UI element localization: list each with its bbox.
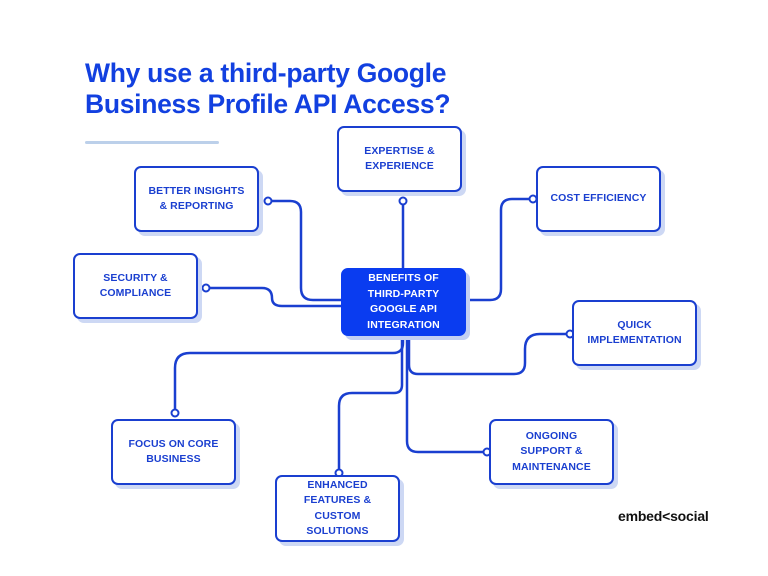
node-security: SECURITY & COMPLIANCE	[73, 253, 198, 319]
node-label: EXPERTISE & EXPERIENCE	[364, 144, 435, 173]
connector-dot	[170, 408, 180, 418]
center-node-label: BENEFITS OF THIRD-PARTY GOOGLE API INTEG…	[367, 272, 440, 331]
node-label: BETTER INSIGHTS & REPORTING	[148, 184, 245, 213]
brand-logo: embed<social	[618, 508, 709, 524]
node-quick-implementation: QUICK IMPLEMENTATION	[572, 300, 697, 366]
node-label: QUICK IMPLEMENTATION	[587, 318, 682, 347]
node-ongoing-support: ONGOING SUPPORT & MAINTENANCE	[489, 419, 614, 485]
node-better-insights: BETTER INSIGHTS & REPORTING	[134, 166, 259, 232]
connector-dot	[201, 283, 211, 293]
page-title: Why use a third-party Google Business Pr…	[85, 58, 451, 120]
title-line-1: Why use a third-party Google	[85, 58, 447, 88]
title-divider	[85, 141, 219, 144]
node-label: SECURITY & COMPLIANCE	[99, 271, 172, 300]
node-cost-efficiency: COST EFFICIENCY	[536, 166, 661, 232]
center-node: BENEFITS OF THIRD-PARTY GOOGLE API INTEG…	[341, 268, 466, 336]
node-label: ONGOING SUPPORT & MAINTENANCE	[512, 429, 591, 473]
node-label: COST EFFICIENCY	[550, 192, 647, 205]
node-enhanced-features: ENHANCED FEATURES & CUSTOM SOLUTIONS	[275, 475, 400, 542]
node-label: ENHANCED FEATURES & CUSTOM SOLUTIONS	[303, 478, 372, 538]
node-label: FOCUS ON CORE BUSINESS	[128, 437, 219, 466]
connector-dot	[263, 196, 273, 206]
connector-dot	[398, 196, 408, 206]
title-line-2: Business Profile API Access?	[85, 89, 451, 119]
node-expertise: EXPERTISE & EXPERIENCE	[337, 126, 462, 192]
node-focus-core-business: FOCUS ON CORE BUSINESS	[111, 419, 236, 485]
